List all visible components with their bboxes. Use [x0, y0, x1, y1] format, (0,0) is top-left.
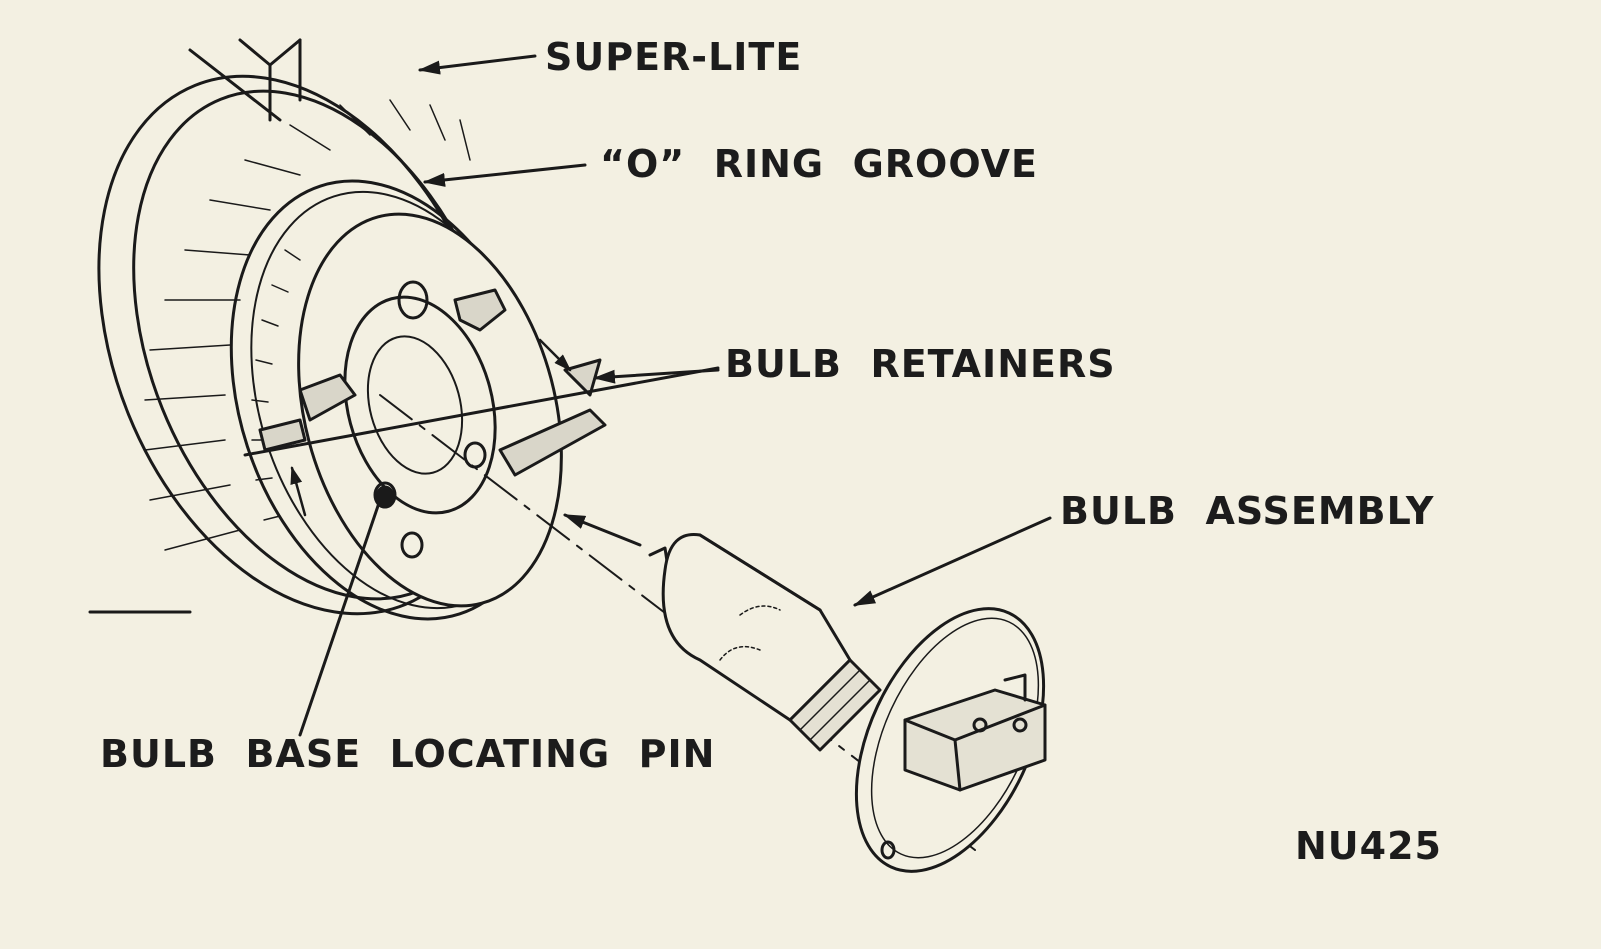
mounting-bracket [188, 38, 302, 122]
bulb-assembly [648, 532, 1047, 873]
rotate-arrow-icon-2 [290, 466, 307, 517]
rotate-arrow-icon [538, 338, 572, 372]
leader-o-ring-groove [423, 163, 587, 187]
label-bulb-retainers: BULB RETAINERS [725, 342, 1116, 386]
label-super-lite: SUPER-LITE [545, 35, 803, 79]
insert-arrow-icon [563, 513, 642, 547]
figure-code: NU425 [1295, 824, 1442, 868]
label-bulb-base-locating-pin: BULB BASE LOCATING PIN [100, 732, 716, 776]
label-o-ring-groove: “O” RING GROOVE [600, 142, 1038, 186]
leader-retainer-2 [243, 366, 720, 457]
label-bulb-assembly: BULB ASSEMBLY [1060, 489, 1435, 533]
leader-locating-pin [298, 498, 382, 737]
leader-bulb-assembly [853, 516, 1052, 607]
leader-super-lite [418, 54, 537, 75]
locating-pin [375, 485, 395, 509]
bulb-retainer-tabs [258, 288, 607, 477]
